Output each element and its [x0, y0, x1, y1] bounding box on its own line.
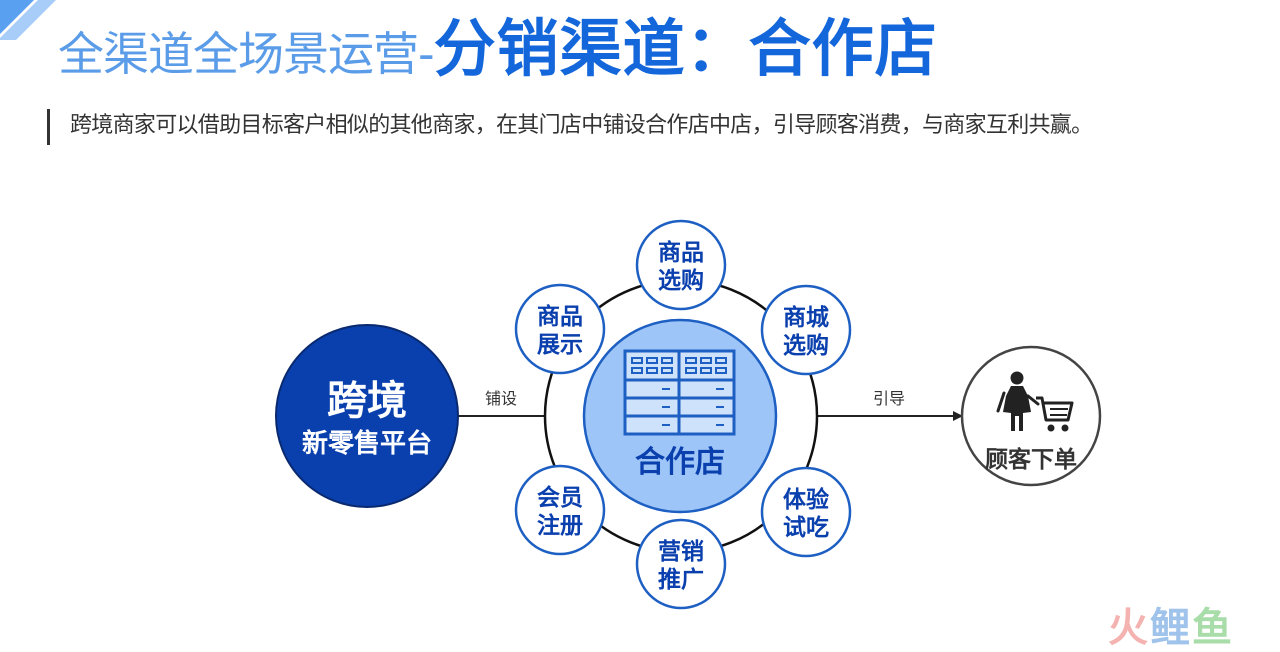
satellite-membership: 会员 注册	[514, 464, 606, 556]
subtitle-bar	[47, 109, 50, 145]
satellite-1-line1: 商城	[783, 304, 829, 331]
page-title: 全渠道全场景运营-分销渠道：合作店	[58, 6, 938, 108]
satellite-product-display: 商品 展示	[514, 283, 606, 375]
satellite-marketing: 营销 推广	[635, 518, 727, 610]
satellite-5-line1: 商品	[537, 303, 583, 330]
logo-char-3: 鱼	[1192, 605, 1234, 651]
store-shelves-icon	[623, 349, 736, 436]
edge-label-left: 铺设	[485, 389, 517, 408]
target-label: 顾客下单	[985, 446, 1077, 473]
corner-stripes-decoration	[0, 0, 56, 40]
source-node: 跨境 新零售平台	[275, 324, 459, 508]
satellite-4-line2: 注册	[537, 512, 583, 539]
satellite-experience: 体验 试吃	[760, 466, 852, 558]
source-line2: 新零售平台	[302, 428, 432, 459]
satellite-0-line1: 商品	[658, 239, 704, 266]
shopper-with-cart-icon	[996, 371, 1074, 432]
title-bold: 分销渠道：合作店	[433, 12, 938, 85]
logo-char-2: 鲤	[1150, 605, 1192, 651]
satellite-3-line2: 推广	[658, 566, 704, 593]
satellite-0-line2: 选购	[658, 268, 704, 294]
satellite-5-line2: 展示	[537, 332, 583, 358]
center-label: 合作店	[635, 445, 725, 480]
target-node: 顾客下单	[960, 345, 1102, 487]
satellite-4-line1: 会员	[537, 484, 583, 511]
satellite-mall-select: 商城 选购	[760, 284, 852, 376]
brand-logo: 火鲤鱼	[1108, 604, 1234, 652]
satellite-3-line1: 营销	[658, 539, 704, 565]
satellite-2-line2: 试吃	[783, 515, 829, 541]
center-node: 合作店	[582, 318, 778, 514]
logo-char-1: 火	[1108, 605, 1150, 651]
satellite-product-select: 商品 选购	[635, 219, 727, 311]
source-line1: 跨境	[327, 378, 407, 424]
subtitle: 跨境商家可以借助目标客户相似的其他商家，在其门店中铺设合作店中店，引导顾客消费，…	[70, 113, 1093, 138]
satellite-2-line1: 体验	[783, 486, 829, 513]
satellite-1-line2: 选购	[783, 333, 829, 359]
edge-label-right: 引导	[873, 389, 905, 408]
title-light: 全渠道全场景运营-	[58, 27, 435, 81]
